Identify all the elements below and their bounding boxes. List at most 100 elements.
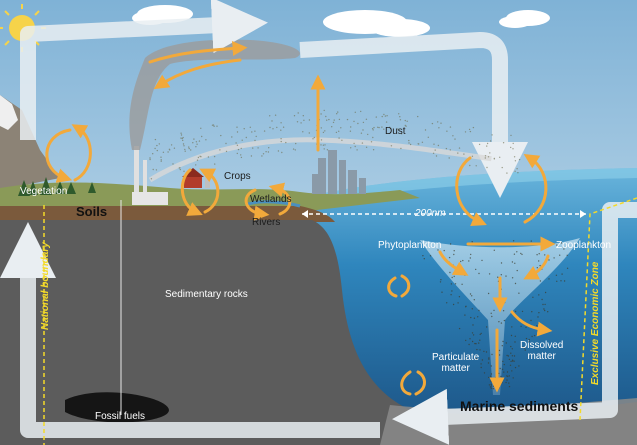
label-zooplankton: Zooplankton (556, 240, 612, 251)
plankton-particle (479, 339, 481, 341)
dust-particle (302, 115, 304, 117)
dust-particle (265, 151, 267, 153)
dust-particle (493, 158, 495, 160)
plankton-particle (464, 274, 466, 276)
plankton-particle (548, 278, 550, 280)
dust-particle (312, 138, 314, 140)
plankton-particle (555, 274, 558, 276)
dust-particle (390, 145, 393, 147)
dust-particle (195, 141, 198, 143)
plankton-particle (511, 360, 514, 362)
dust-particle (385, 121, 388, 123)
plankton-particle (475, 343, 477, 345)
dust-particle (168, 148, 171, 150)
label-phytoplankton: Phytoplankton (378, 240, 442, 251)
dust-particle (365, 118, 368, 121)
plankton-particle (480, 332, 482, 335)
dust-particle (337, 111, 339, 113)
dust-particle (231, 136, 233, 138)
plankton-particle (539, 280, 542, 282)
dust-particle (225, 142, 227, 145)
label-vegetation: Vegetation (20, 186, 68, 197)
plankton-particle (492, 385, 495, 387)
plankton-particle (548, 259, 550, 261)
plankton-particle (505, 275, 507, 277)
dust-particle (281, 151, 283, 154)
plankton-particle (498, 321, 500, 323)
plankton-particle (491, 315, 493, 318)
plankton-particle (544, 303, 546, 306)
plankton-particle (514, 341, 516, 343)
plankton-particle (536, 254, 538, 256)
dust-particle (257, 147, 259, 149)
dust-particle (220, 134, 222, 137)
dust-particle (353, 120, 355, 123)
dust-particle (514, 160, 517, 162)
dust-particle (156, 149, 158, 152)
dust-particle (198, 140, 201, 142)
dust-particle (236, 152, 238, 155)
plankton-particle (468, 343, 470, 346)
plankton-particle (457, 302, 459, 304)
dust-particle (308, 119, 311, 121)
dust-particle (335, 131, 338, 134)
dust-particle (397, 128, 399, 130)
plankton-particle (518, 292, 520, 294)
dust-particle (449, 149, 451, 151)
plankton-particle (475, 268, 477, 271)
plankton-particle (452, 303, 455, 306)
dust-particle (421, 141, 424, 143)
plankton-particle (503, 363, 505, 366)
dust-particle (235, 142, 237, 144)
plankton-particle (528, 338, 530, 341)
dust-particle (424, 129, 427, 131)
plankton-particle (468, 260, 470, 262)
plankton-particle (450, 283, 453, 285)
plankton-particle (566, 254, 568, 256)
plankton-particle (481, 359, 484, 361)
plankton-particle (553, 257, 555, 259)
plankton-particle (499, 367, 501, 370)
plankton-particle (441, 291, 443, 293)
plankton-particle (559, 254, 561, 256)
dust-particle (320, 144, 322, 146)
dust-particle (323, 109, 325, 112)
plankton-particle (563, 280, 566, 282)
plankton-particle (478, 342, 480, 344)
dust-particle (245, 136, 247, 139)
dust-particle (417, 115, 419, 118)
plankton-particle (488, 357, 490, 359)
dust-particle (252, 147, 254, 149)
dust-particle (431, 122, 434, 125)
plankton-particle (508, 382, 510, 384)
dust-particle (150, 178, 153, 180)
plankton-particle (479, 333, 481, 336)
dust-particle (188, 147, 190, 150)
dust-particle (183, 170, 185, 172)
dust-particle (336, 113, 338, 115)
dust-particle (323, 148, 325, 150)
plankton-particle (449, 243, 452, 245)
dust-particle (262, 153, 265, 155)
dust-particle (353, 142, 355, 145)
plankton-particle (491, 353, 493, 356)
label-distance: 200nm (415, 208, 446, 219)
dust-particle (167, 151, 169, 153)
plankton-particle (502, 340, 504, 343)
dust-particle (280, 140, 282, 143)
plankton-particle (480, 363, 482, 365)
plankton-particle (481, 259, 483, 262)
label-exclusive-economic-zone: Exclusive Economic Zone (590, 261, 601, 385)
dust-particle (302, 131, 304, 133)
dust-particle (338, 137, 340, 139)
dust-particle (219, 149, 221, 151)
dust-particle (469, 164, 471, 167)
plankton-particle (471, 340, 474, 343)
dust-particle (160, 156, 162, 158)
plankton-particle (443, 249, 445, 252)
dust-particle (313, 136, 315, 139)
dust-particle (399, 119, 402, 121)
plankton-particle (471, 332, 474, 334)
plankton-particle (505, 342, 507, 344)
dust-particle (440, 122, 442, 124)
